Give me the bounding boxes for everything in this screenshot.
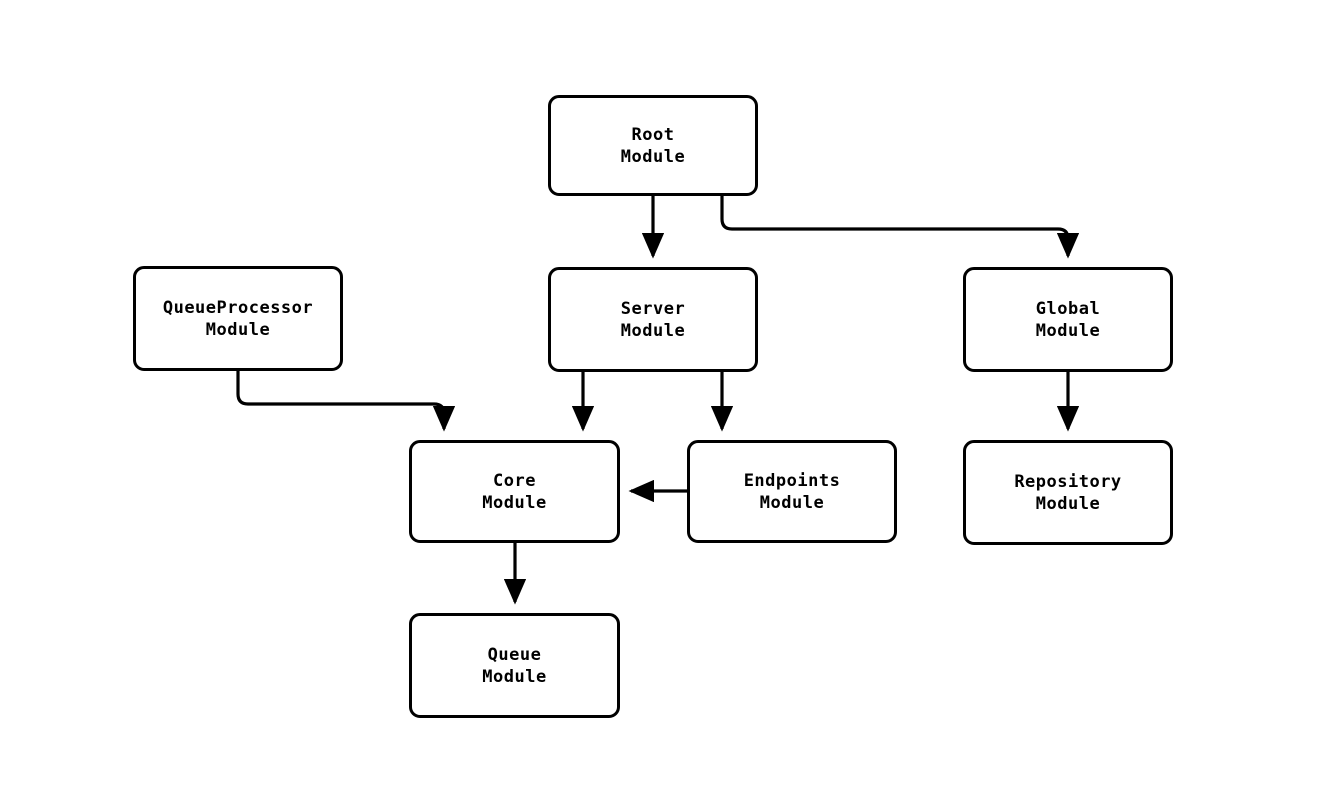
node-global-module-label-line1: Global [1035, 298, 1101, 319]
node-root-module-label-line2: Module [620, 146, 686, 167]
node-endpoints-module-label-line1: Endpoints [743, 470, 841, 491]
node-endpoints-module[interactable]: Endpoints Module [687, 440, 897, 543]
node-global-module-label-line2: Module [1035, 320, 1101, 341]
node-core-module-label-line1: Core [493, 470, 536, 491]
node-queue-module[interactable]: Queue Module [409, 613, 620, 718]
node-queueprocessor-module[interactable]: QueueProcessor Module [133, 266, 343, 371]
node-core-module[interactable]: Core Module [409, 440, 620, 543]
node-repository-module[interactable]: Repository Module [963, 440, 1173, 545]
node-repository-module-label-line2: Module [1035, 493, 1101, 514]
node-server-module-label-line1: Server [620, 298, 686, 319]
node-queueprocessor-module-label-line2: Module [205, 319, 271, 340]
node-root-module[interactable]: Root Module [548, 95, 758, 196]
node-server-module-label-line2: Module [620, 320, 686, 341]
node-server-module[interactable]: Server Module [548, 267, 758, 372]
node-queue-module-label-line1: Queue [487, 644, 542, 665]
edge-queueprocessor-to-core [236, 371, 456, 432]
node-root-module-label-line1: Root [631, 124, 675, 145]
node-endpoints-module-label-line2: Module [759, 492, 825, 513]
node-repository-module-label-line1: Repository [1014, 471, 1122, 492]
node-global-module[interactable]: Global Module [963, 267, 1173, 372]
node-queueprocessor-module-label-line1: QueueProcessor [162, 297, 314, 318]
node-core-module-label-line2: Module [482, 492, 547, 513]
node-queue-module-label-line2: Module [482, 666, 547, 687]
edge-root-to-global [720, 196, 1080, 259]
